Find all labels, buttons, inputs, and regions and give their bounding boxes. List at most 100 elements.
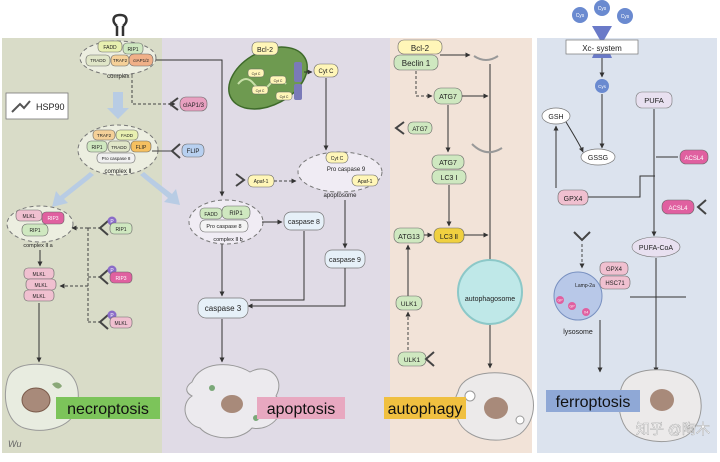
atg13-label: ATG13 xyxy=(398,234,420,241)
mito-bcl2 xyxy=(251,41,279,56)
necroptosis-tag xyxy=(56,397,160,419)
rip1-inhib-label: RIP1 xyxy=(115,227,126,233)
gpx4-b-label: GPX4 xyxy=(606,267,623,273)
mito-cytc-3 xyxy=(251,85,269,95)
autophagosome-label: autophagosome xyxy=(465,296,515,303)
gssg-node xyxy=(580,148,616,166)
casp8-node xyxy=(283,211,325,231)
complex1-fadd xyxy=(97,40,123,53)
apoptosome-label: apoptosome xyxy=(323,193,357,199)
autophagy-vacuole-2 xyxy=(515,415,525,425)
mito-bcl2-label: Bcl-2 xyxy=(257,47,273,54)
complex2b-fadd-label: FADD xyxy=(204,212,218,218)
ulk1-a xyxy=(395,295,423,311)
mlkl-p-label: P xyxy=(110,313,114,319)
apoptosis-nucleus xyxy=(221,395,243,413)
ferroptosis-nucleus xyxy=(650,389,674,411)
cytc-node xyxy=(313,63,339,78)
complex2b-rip1 xyxy=(221,205,251,220)
mlkl-stack-3-label: MLKL xyxy=(32,294,45,300)
gsh-gssg-cycle xyxy=(565,121,584,153)
rip1-p-label: P xyxy=(110,219,114,225)
complex2-label: complex Ⅱ xyxy=(105,169,132,175)
lamp-label: Lamp-2a xyxy=(575,283,595,289)
auto-bcl2-label: Bcl-2 xyxy=(411,44,430,53)
complex1-tradd-label: TRADD xyxy=(90,58,106,63)
apoptosome-cytc xyxy=(325,151,349,164)
casp8-label: caspase 8 xyxy=(288,219,320,226)
acsl4-b xyxy=(661,199,695,215)
casp9-label: caspase 9 xyxy=(329,257,361,264)
mlkl-inhib-label: MLKL xyxy=(114,321,127,327)
necroptosis-title: necroptosis xyxy=(67,401,149,418)
complex2-rip1-label: RIP1 xyxy=(91,145,102,151)
atg7-mid xyxy=(431,154,465,170)
branch-arrow-left xyxy=(52,172,94,207)
acsl4-a-label: ACSL4 xyxy=(684,156,704,162)
gpx4-label: GPX4 xyxy=(564,196,583,203)
gsh-label: GSH xyxy=(548,114,563,121)
atg7-mid-label: ATG7 xyxy=(439,160,457,167)
pufa-label: PUFA xyxy=(644,96,664,105)
casp8-to-casp3-line xyxy=(250,231,305,301)
hsp90-box xyxy=(5,92,69,120)
apaf1-inhibitor-icon xyxy=(235,173,246,187)
pufa-coa-node xyxy=(631,236,681,258)
apoptosome-cytc-label: Cyt C xyxy=(331,156,344,162)
flip-node xyxy=(181,143,205,158)
ferroptosis-tag xyxy=(546,390,640,412)
cys-3-label: Cys xyxy=(621,14,630,20)
pufa-coa-label: PUFA-CoA xyxy=(639,245,674,252)
autophagosome xyxy=(457,259,523,325)
hsp90-icon xyxy=(11,100,31,113)
complex2a-rip1 xyxy=(21,223,49,237)
mlkl-stack-2-label: MLKL xyxy=(34,283,47,289)
gp-1-label: GP xyxy=(557,299,563,303)
complex2a-label: complex Ⅱ a xyxy=(23,243,53,249)
ulk1-b-label: ULK1 xyxy=(404,357,421,364)
mito-cytc-1-label: Cyt C xyxy=(252,72,261,76)
atg7-inhib-label: ATG7 xyxy=(412,127,428,133)
cys-2 xyxy=(594,0,610,16)
branch-arrow-right xyxy=(140,172,180,205)
atg7-inhibitor-icon xyxy=(394,121,405,135)
acsl4-inhibitor-icon xyxy=(696,199,707,215)
complex2a-rip3-label: RIP3 xyxy=(47,216,58,222)
ferroptosis-title: ferroptosis xyxy=(556,394,631,411)
gp-2 xyxy=(568,302,576,310)
ulk1-a-label: ULK1 xyxy=(401,301,418,308)
gp-2-label: GP xyxy=(569,305,575,309)
cys-inner xyxy=(595,79,609,93)
complex2-flip xyxy=(130,140,152,153)
complex2-flip-label: FLIP xyxy=(136,145,147,151)
complex2-traf2-label: TRAF2 xyxy=(97,133,112,138)
ciap13-inhibitor-icon xyxy=(168,97,179,111)
hsc71 xyxy=(599,275,631,290)
complex1-tradd xyxy=(85,54,111,67)
complex2a-rip1-label: RIP1 xyxy=(29,228,40,234)
phagophore-2 xyxy=(471,143,503,154)
mito-channel-b xyxy=(294,84,302,100)
mito-cytc-4-label: Cyt C xyxy=(280,95,289,99)
auto-bcl2 xyxy=(397,39,443,55)
xc-box xyxy=(565,39,639,55)
complex1-to-apop-line xyxy=(156,59,225,197)
ciap13-label: cIAP1/3 xyxy=(183,103,205,109)
x4-node xyxy=(582,308,590,316)
gp-1 xyxy=(556,296,564,304)
mito-channel-a xyxy=(294,62,302,82)
complex2a-mlkl-label: MLKL xyxy=(22,214,35,220)
lc3-1 xyxy=(431,169,467,185)
mito-cytc-1 xyxy=(247,68,265,78)
apoptosome-apaf1-label: Apaf-1 xyxy=(358,179,373,185)
gsh-node xyxy=(541,107,571,125)
autophagy-vacuole-1 xyxy=(464,390,476,402)
apoptosis-body-1 xyxy=(209,385,215,391)
autophagy-nucleus xyxy=(484,397,508,419)
cys-1 xyxy=(572,7,588,23)
acsl4-b-label: ACSL4 xyxy=(668,206,688,212)
cys-3 xyxy=(617,8,633,24)
watermark: 知乎 @陶木 xyxy=(636,421,710,437)
